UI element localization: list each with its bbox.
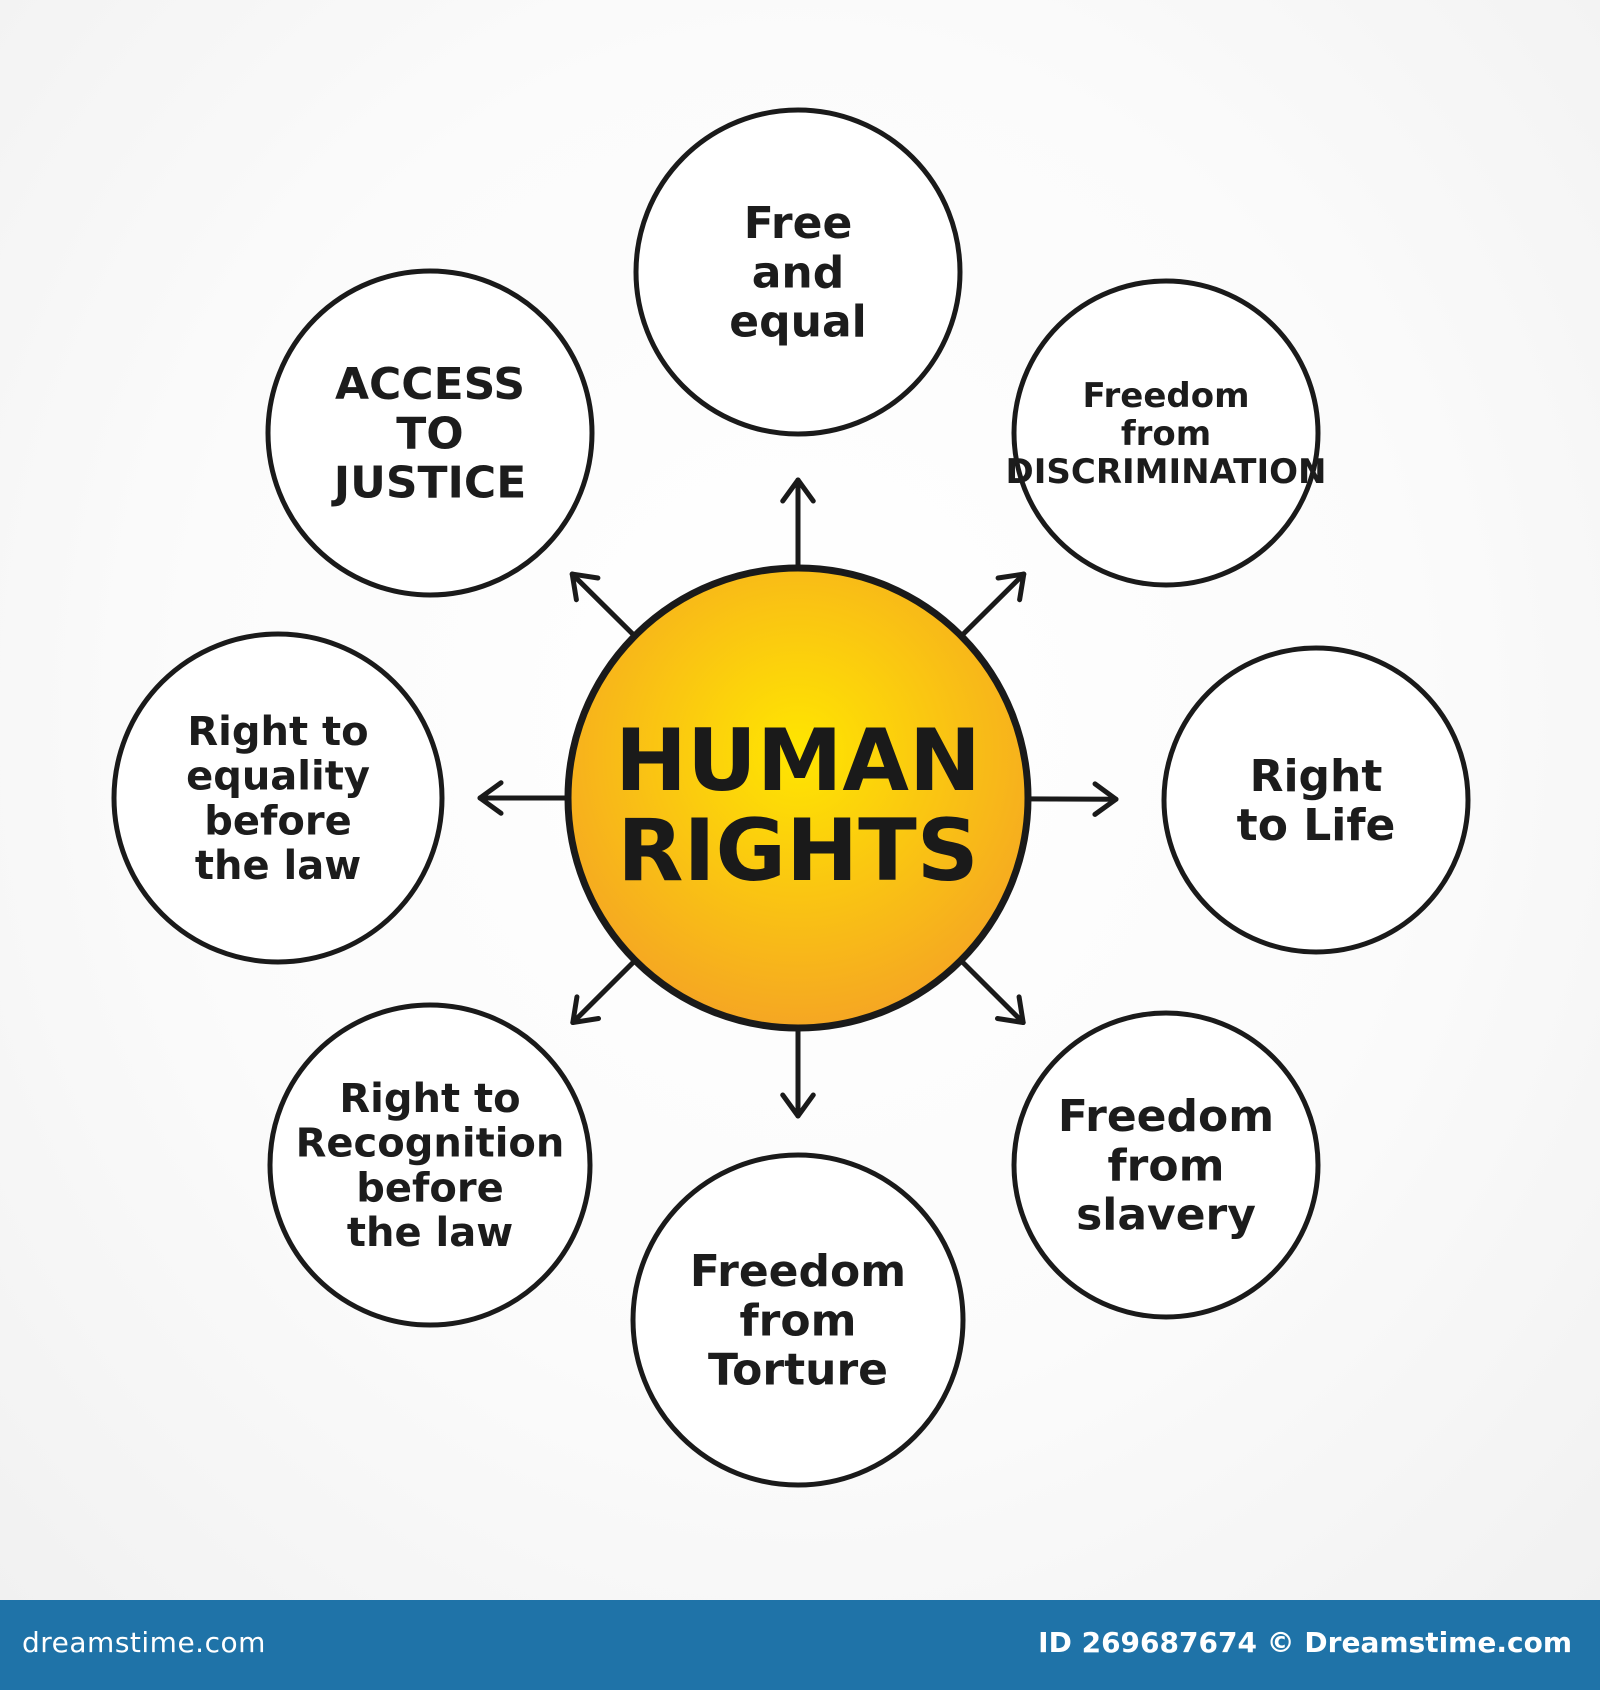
center-label-line-2: RIGHTS xyxy=(617,801,978,901)
node-right-to-recognition-circle xyxy=(267,1002,593,1328)
node-freedom-from-torture-circle xyxy=(630,1152,966,1488)
center-label-line-1: HUMAN xyxy=(615,711,981,811)
outer-nodes: FreeandequalFreedomfromDISCRIMINATIONRig… xyxy=(111,107,1471,1488)
node-freedom-from-torture-label-line-1: Freedom xyxy=(690,1246,906,1297)
node-freedom-from-discrimination-circle xyxy=(1011,278,1321,588)
node-access-to-justice-label-line-1: ACCESS xyxy=(335,359,525,410)
node-right-to-equality-label-line-1: Right to xyxy=(187,709,368,755)
arrow-to-node-free-and-equal xyxy=(780,477,816,576)
arrow-to-node-right-to-equality xyxy=(477,780,576,816)
arrow-to-node-freedom-from-torture xyxy=(780,1020,816,1119)
node-right-to-life-label-line-1: Right xyxy=(1250,751,1383,802)
node-right-to-equality-label-line-2: equality xyxy=(186,754,370,800)
node-freedom-from-slavery-circle xyxy=(1011,1010,1321,1320)
center-circle xyxy=(564,564,1032,1032)
footer-brand[interactable]: dreamstime.com xyxy=(22,1626,266,1659)
node-right-to-equality-circle xyxy=(111,631,445,965)
node-free-and-equal-circle xyxy=(633,107,963,437)
node-right-to-recognition-label-line-1: Right to xyxy=(339,1076,520,1122)
arrow-to-node-right-to-recognition xyxy=(570,954,642,1026)
node-freedom-from-torture-label-line-2: from xyxy=(740,1295,857,1346)
node-access-to-justice-circle xyxy=(265,268,595,598)
node-freedom-from-discrimination-label-line-2: from xyxy=(1121,414,1211,454)
node-freedom-from-discrimination-label-line-3: DISCRIMINATION xyxy=(1006,452,1327,492)
node-right-to-equality-label-line-4: the law xyxy=(195,843,361,889)
node-freedom-from-discrimination-label-line-1: Freedom xyxy=(1082,376,1249,416)
node-free-and-equal-label-line-2: and xyxy=(752,247,845,298)
node-freedom-from-slavery-label-line-3: slavery xyxy=(1076,1190,1256,1241)
footer-image-id: ID 269687674 © Dreamstime.com xyxy=(1038,1626,1572,1659)
node-right-to-equality-label-line-3: before xyxy=(204,798,352,844)
node-right-to-life-circle xyxy=(1161,645,1471,955)
arrow-to-node-freedom-from-discrimination xyxy=(955,571,1027,643)
node-right-to-life-label-line-2: to Life xyxy=(1237,800,1396,851)
node-right-to-recognition-label-line-2: Recognition xyxy=(296,1121,565,1167)
mind-map-diagram: FreeandequalFreedomfromDISCRIMINATIONRig… xyxy=(111,107,1471,1488)
node-access-to-justice-label-line-2: TO xyxy=(396,408,463,459)
node-free-and-equal-label-line-1: Free xyxy=(744,198,853,249)
node-freedom-from-slavery-label-line-2: from xyxy=(1108,1140,1225,1191)
connector-arrows xyxy=(477,477,1119,1119)
node-freedom-from-slavery-label-line-1: Freedom xyxy=(1058,1091,1274,1142)
center-node: HUMAN RIGHTS xyxy=(564,564,1032,1032)
node-freedom-from-torture-label-line-3: Torture xyxy=(708,1345,888,1396)
arrow-to-node-right-to-life xyxy=(1020,781,1119,817)
node-access-to-justice-label-line-3: JUSTICE xyxy=(331,458,527,509)
arrow-to-node-freedom-from-slavery xyxy=(954,954,1026,1026)
node-free-and-equal-label-line-3: equal xyxy=(729,297,866,348)
node-right-to-recognition-label-line-3: before xyxy=(356,1165,504,1211)
arrow-to-node-access-to-justice xyxy=(569,571,641,643)
footer-bar: dreamstime.com ID 269687674 © Dreamstime… xyxy=(0,1600,1600,1690)
node-right-to-recognition-label-line-4: the law xyxy=(347,1210,513,1256)
